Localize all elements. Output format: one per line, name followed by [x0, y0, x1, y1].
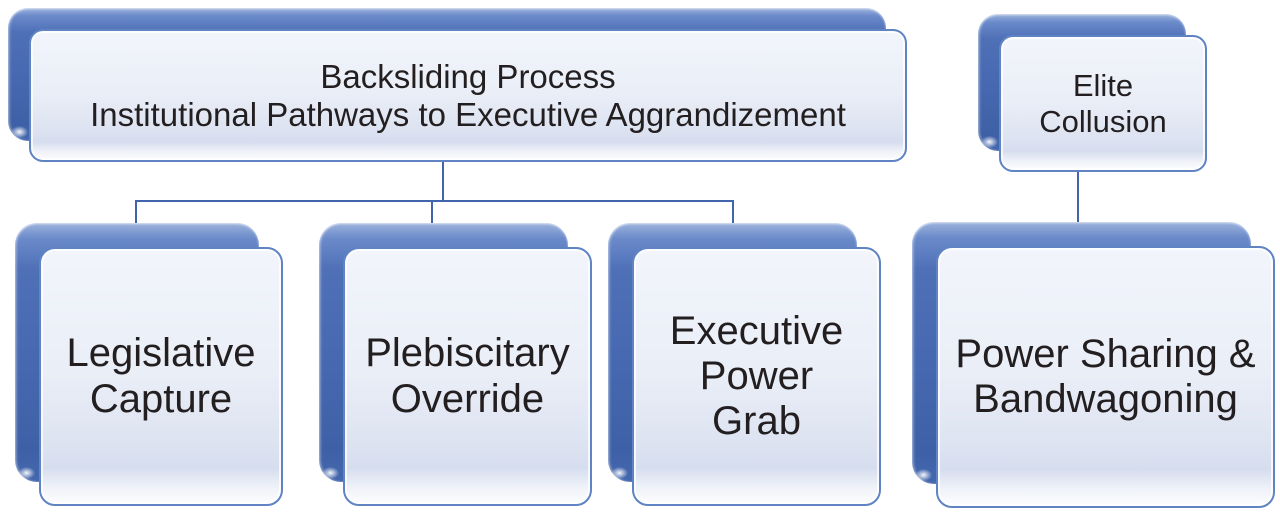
label-line: Backsliding Process	[320, 58, 616, 96]
label-line: Legislative	[66, 331, 256, 376]
node-legislative-capture: Legislative Capture	[15, 223, 283, 506]
node-panel: Elite Collusion	[999, 35, 1207, 172]
label-line: Bandwagoning	[973, 377, 1238, 421]
node-panel: Plebiscitary Override	[343, 247, 592, 506]
label-line: Collusion	[1039, 103, 1167, 139]
node-elite-collusion: Elite Collusion	[978, 14, 1207, 172]
connector-elite-to-powersharing	[1077, 171, 1079, 223]
connector-drop-executive	[732, 201, 734, 224]
node-label: Backsliding Process Institutional Pathwa…	[90, 58, 846, 133]
node-label: Plebiscitary Override	[365, 331, 570, 421]
node-label: Power Sharing & Bandwagoning	[955, 332, 1255, 422]
node-executive-power-grab: Executive Power Grab	[608, 223, 881, 506]
label-line: Elite	[1072, 68, 1134, 104]
label-line: Plebiscitary	[365, 331, 570, 376]
node-panel: Executive Power Grab	[632, 247, 881, 506]
node-power-sharing-bandwagoning: Power Sharing & Bandwagoning	[912, 222, 1275, 508]
node-backsliding-process: Backsliding Process Institutional Pathwa…	[8, 8, 907, 162]
label-line: Executive	[669, 308, 844, 353]
connector-drop-legislative	[135, 201, 137, 224]
label-line: Override	[390, 376, 545, 421]
node-label: Executive Power Grab	[670, 309, 843, 445]
label-line: Power Sharing &	[955, 331, 1256, 376]
node-panel: Legislative Capture	[39, 247, 283, 506]
node-label: Elite Collusion	[1039, 68, 1167, 138]
node-plebiscitary-override: Plebiscitary Override	[319, 223, 592, 506]
label-line: Grab	[712, 399, 801, 444]
connector-horizontal-rail	[135, 200, 734, 202]
connector-backsliding-stem	[442, 161, 444, 202]
node-label: Legislative Capture	[66, 331, 255, 421]
label-line: Power	[699, 353, 814, 398]
label-line: Capture	[89, 376, 233, 421]
node-panel: Power Sharing & Bandwagoning	[936, 246, 1275, 508]
connector-drop-plebiscitary	[431, 201, 433, 224]
node-panel: Backsliding Process Institutional Pathwa…	[29, 29, 907, 162]
label-line: Institutional Pathways to Executive Aggr…	[90, 95, 846, 133]
